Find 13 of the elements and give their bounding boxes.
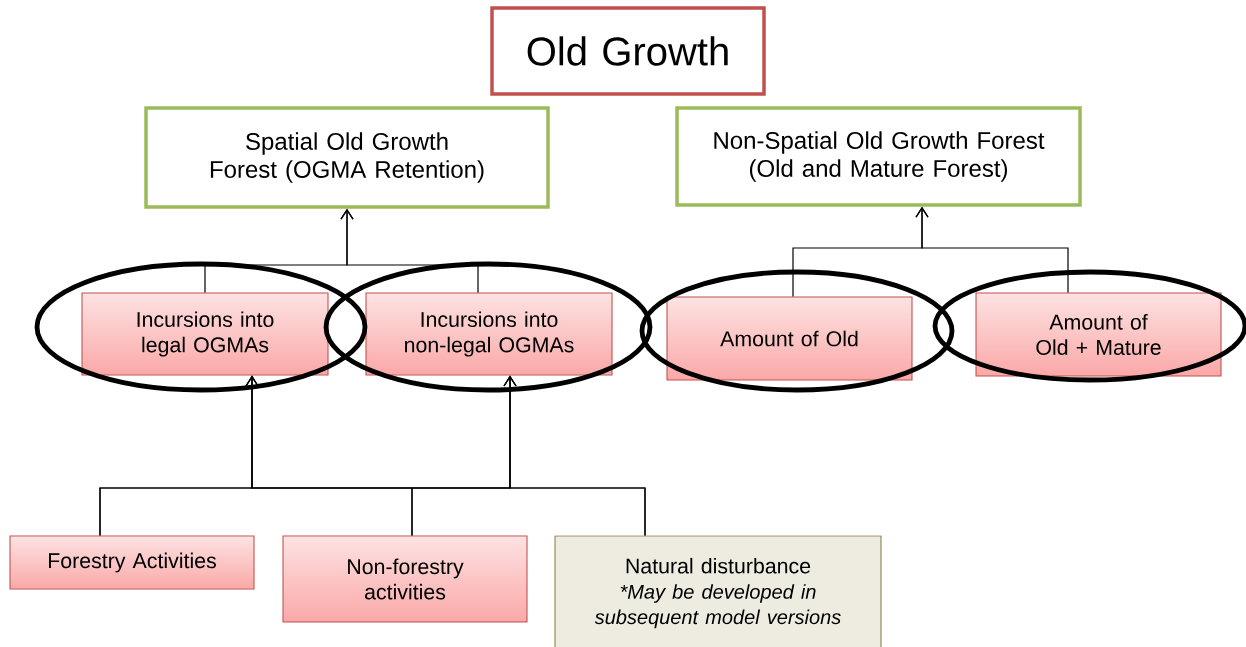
connector-arrow	[915, 206, 1069, 294]
category-box: Spatial Old Growth Forest (OGMA Retention)	[144, 106, 550, 209]
title-box: Old Growth	[490, 6, 766, 96]
activity-box: Natural disturbance *May be developed in subsequent model versions	[554, 535, 882, 647]
category-box: Non-Spatial Old Growth Forest (Old and Mature Forest)	[675, 106, 1082, 207]
activity-box: Non-forestry activities	[282, 535, 528, 623]
indicator-box: Amount of Old	[666, 296, 913, 381]
indicator-box: Incursions into legal OGMAs	[81, 292, 329, 376]
connector-arrow	[503, 375, 646, 536]
indicator-box: Amount of Old + Mature	[975, 292, 1222, 377]
connector-arrow	[340, 208, 479, 294]
indicator-box: Incursions into non-legal OGMAs	[365, 292, 613, 376]
activity-box: Forestry Activities	[9, 535, 255, 590]
